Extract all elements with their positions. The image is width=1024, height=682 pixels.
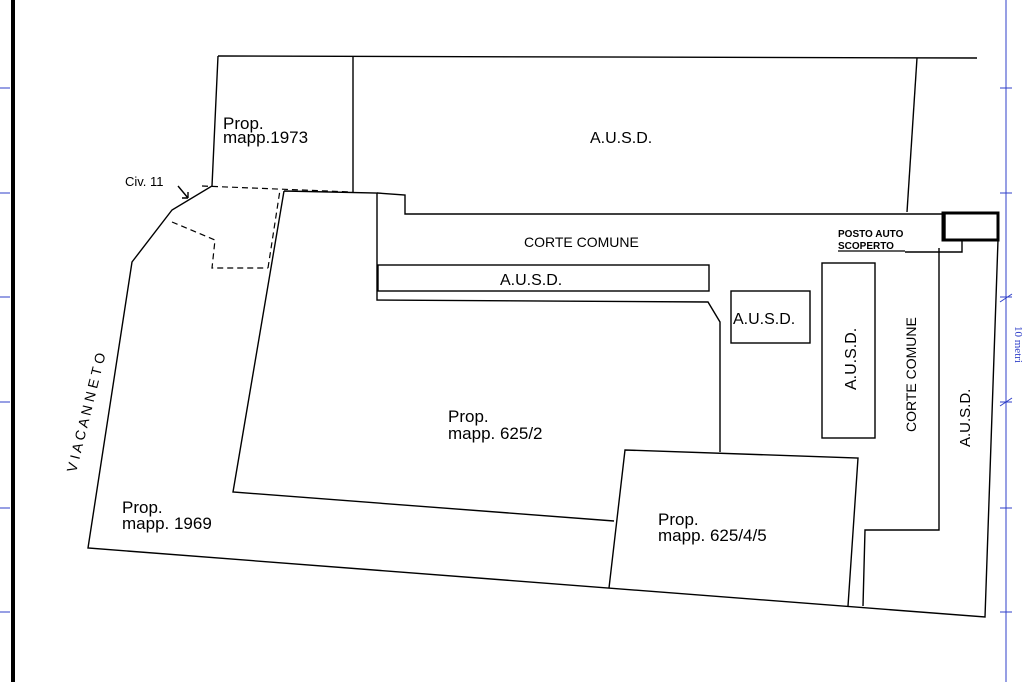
prop-625-2-label-line1: Prop. [448,407,489,426]
posto-auto-box [941,211,1000,242]
civ-arrow [177,185,189,199]
ausd-strip-label: A.U.S.D. [500,272,562,289]
ausd-vertical-center-label: A.U.S.D. [843,328,860,390]
posto-auto-label-line2: SCOPERTO [838,241,894,252]
civ-label: Civ. 11 [125,174,164,189]
ausd-vertical-center-outline [821,262,876,439]
prop-1969-label-line2: mapp. 1969 [122,514,212,533]
prop-625-2-label-line2: mapp. 625/2 [448,424,543,443]
ausd-strip-outline [377,264,710,292]
corte-comune-top-outline [376,192,963,607]
left-scale-ticks [0,87,10,613]
corte-comune-top-label: CORTE COMUNE [524,234,639,250]
prop-1973-label-line2: mapp.1973 [223,128,308,147]
dashed-boundary [171,185,353,269]
ausd-small-label: A.U.S.D. [733,311,795,328]
parcel-625-2-outline [232,190,721,522]
parcel-625-4-5-outline [608,449,859,607]
ausd-top-label: A.U.S.D. [590,130,652,147]
prop-1969-label-line1: Prop. [122,498,163,517]
divider-ausd-top-right [906,57,918,213]
prop-625-4-5-label-line1: Prop. [658,510,699,529]
prop-625-4-5-label-line2: mapp. 625/4/5 [658,526,767,545]
corte-comune-right-label: CORTE COMUNE [903,317,919,432]
posto-auto-label-line1: POSTO AUTO [838,229,904,240]
outer-boundary [87,55,999,618]
prop-1973-label-line1: Prop. [223,114,264,133]
ausd-small-outline [730,290,811,344]
ausd-vertical-right-label: A.U.S.D. [957,389,974,447]
scale-label: 10 metri [1012,326,1024,363]
scale-bar [999,293,1013,407]
